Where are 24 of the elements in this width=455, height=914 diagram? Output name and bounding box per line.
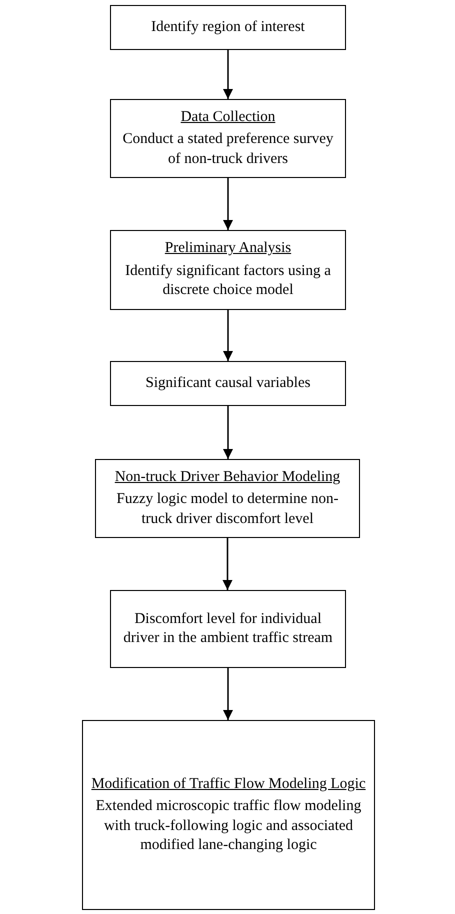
- arrow: [223, 310, 233, 361]
- arrow: [223, 406, 233, 459]
- process-box: [110, 361, 346, 406]
- box-text: Conduct a stated preference survey of non-truck drivers: [122, 130, 334, 169]
- box-text: Fuzzy logic model to determine non-truck driver discomfort level: [115, 490, 340, 529]
- process-box: [110, 99, 346, 178]
- box-heading: Non-truck Driver Behavior Modeling: [114, 468, 340, 487]
- arrow: [223, 668, 233, 720]
- process-box: [110, 5, 346, 50]
- process-box: [95, 459, 360, 538]
- arrow: [223, 178, 233, 230]
- arrow: [223, 50, 233, 99]
- box-heading: Data Collection: [180, 108, 276, 127]
- process-box: [82, 720, 375, 910]
- process-box: [110, 590, 346, 668]
- box-heading: Modification of Traffic Flow Modeling Logic: [91, 774, 366, 794]
- box-text: Identify region of interest: [151, 18, 305, 37]
- process-box: [110, 230, 346, 310]
- box-text: Discomfort level for individual driver in the ambient traffic stream: [122, 610, 334, 648]
- arrow: [222, 538, 232, 590]
- box-text: Significant causal variables: [146, 374, 310, 393]
- box-heading: Preliminary Analysis: [164, 239, 292, 258]
- box-text: Extended microscopic traffic flow modeling with truck-following logic and associated modified lane-changing logic: [94, 797, 362, 855]
- box-text: Identify significant factors using a discrete choice model: [124, 262, 332, 300]
